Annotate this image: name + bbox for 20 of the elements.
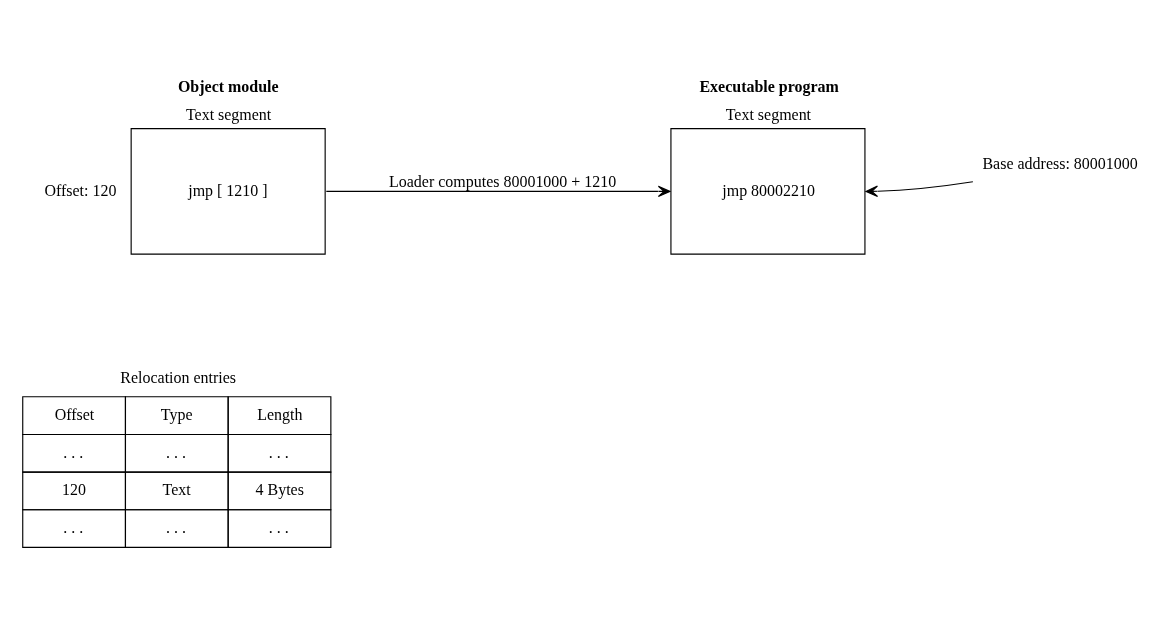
node-label: Text segment xyxy=(185,105,272,123)
label: 4 Bytes xyxy=(255,480,304,498)
node-label: Executable program xyxy=(699,77,839,95)
node-label: Offset: 120 xyxy=(44,181,117,199)
label: . . . xyxy=(63,518,84,536)
label: . . . xyxy=(268,443,289,461)
node-label: Text segment xyxy=(725,105,812,123)
node-label: Object module xyxy=(177,77,279,95)
label: Offset xyxy=(54,405,95,423)
label: Type xyxy=(160,405,193,423)
label: . . . xyxy=(268,518,289,536)
node-text: Base address: 80001000 xyxy=(982,154,1138,172)
label: . . . xyxy=(63,443,84,461)
label: . . . xyxy=(165,443,186,461)
label: . . . xyxy=(165,518,186,536)
edge-label: Loader computes 80001000 + 1210 xyxy=(389,172,617,190)
label: Relocation entries xyxy=(120,368,237,386)
label: Text xyxy=(162,480,191,498)
label: Length xyxy=(257,405,303,423)
label: 120 xyxy=(62,480,87,498)
